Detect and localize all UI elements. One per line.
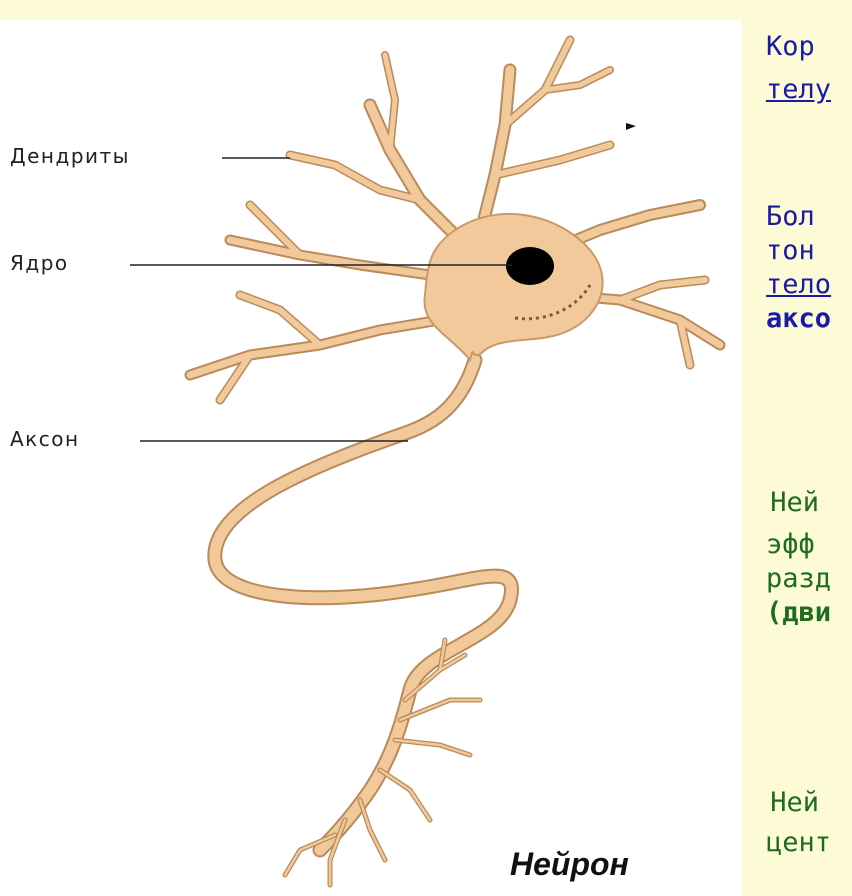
text-line: эфф	[766, 528, 815, 561]
text-line-bullet: •Ней	[766, 786, 819, 819]
slide-text-column: Кор телу Бол тон тело аксо •Ней эфф разд…	[766, 20, 852, 896]
nucleus-label: Ядро	[10, 251, 69, 275]
axon-outline	[215, 360, 512, 850]
neuron-caption: Нейрон	[510, 846, 629, 883]
axon-fill	[215, 360, 512, 850]
cell-body	[424, 214, 602, 360]
text-line-bold: аксо	[766, 302, 831, 335]
pointer-arrow-icon	[626, 123, 636, 130]
axon-label: Аксон	[10, 427, 80, 451]
text-line: тон	[766, 234, 815, 267]
dendrites-label: Дендриты	[10, 144, 130, 168]
text-line: Бол	[766, 200, 815, 233]
text-line: разд	[766, 562, 831, 595]
text-line-bullet: •Ней	[766, 486, 819, 519]
text-line-bold: (дви	[766, 596, 831, 629]
text-line: цент	[766, 826, 831, 859]
text-line-link[interactable]: тело	[766, 268, 831, 301]
nucleus	[506, 247, 554, 285]
text-line-link[interactable]: телу	[766, 73, 831, 106]
text-line: Кор	[766, 30, 815, 63]
